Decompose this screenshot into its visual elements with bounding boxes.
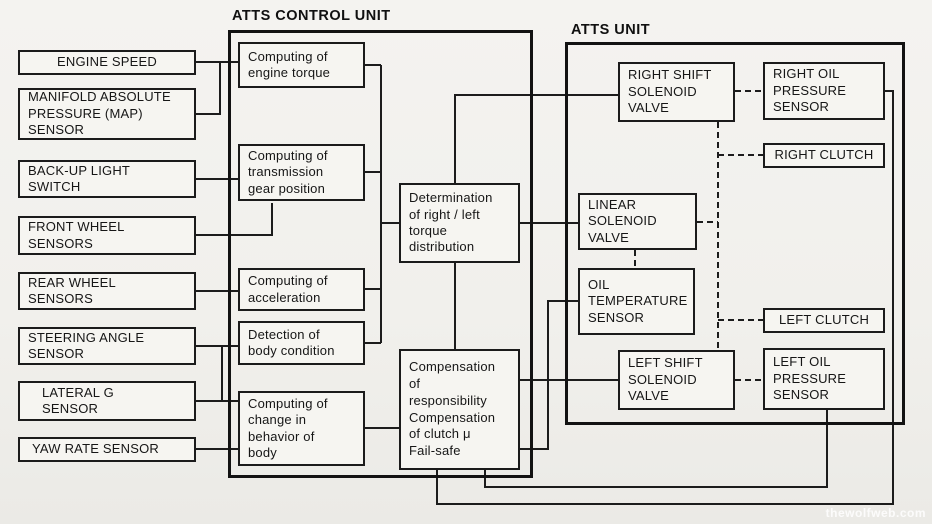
sensor-backup-light-switch: BACK-UP LIGHT SWITCH (18, 160, 196, 198)
block-left-oil-pressure-sensor: LEFT OIL PRESSURE SENSOR (763, 348, 885, 410)
block-computing-engine-torque: Computing of engine torque (238, 42, 365, 88)
block-torque-distribution: Determination of right / left torque dis… (399, 183, 520, 263)
watermark: thewolfweb.com (825, 506, 926, 520)
sensor-map: MANIFOLD ABSOLUTE PRESSURE (MAP) SENSOR (18, 88, 196, 140)
atts-unit-box (565, 42, 905, 425)
sensor-lateral-g: LATERAL G SENSOR (18, 381, 196, 421)
sensor-front-wheel: FRONT WHEEL SENSORS (18, 216, 196, 255)
sensor-steering-angle: STEERING ANGLE SENSOR (18, 327, 196, 365)
signal-lines-solid (196, 61, 894, 505)
hydraulic-lines-dashed (634, 90, 763, 381)
block-computing-gear-position: Computing of transmission gear position (238, 144, 365, 201)
block-computing-body-behavior: Computing of change in behavior of body (238, 391, 365, 466)
block-linear-solenoid-valve: LINEAR SOLENOID VALVE (578, 193, 697, 250)
block-left-clutch: LEFT CLUTCH (763, 308, 885, 333)
sensor-engine-speed: ENGINE SPEED (18, 50, 196, 75)
atts-unit-title: ATTS UNIT (571, 22, 651, 38)
sensor-rear-wheel: REAR WHEEL SENSORS (18, 272, 196, 310)
block-right-oil-pressure-sensor: RIGHT OIL PRESSURE SENSOR (763, 62, 885, 120)
sensor-yaw-rate: YAW RATE SENSOR (18, 437, 196, 462)
block-right-clutch: RIGHT CLUTCH (763, 143, 885, 168)
block-compensation-failsafe: Compensation of responsibility Compensat… (399, 349, 520, 470)
atts-control-unit-box (228, 30, 533, 478)
block-computing-acceleration: Computing of acceleration (238, 268, 365, 311)
control-unit-title: ATTS CONTROL UNIT (232, 8, 391, 24)
block-detection-body-condition: Detection of body condition (238, 321, 365, 365)
block-oil-temperature-sensor: OIL TEMPERATURE SENSOR (578, 268, 695, 335)
block-right-shift-solenoid-valve: RIGHT SHIFT SOLENOID VALVE (618, 62, 735, 122)
block-left-shift-solenoid-valve: LEFT SHIFT SOLENOID VALVE (618, 350, 735, 410)
